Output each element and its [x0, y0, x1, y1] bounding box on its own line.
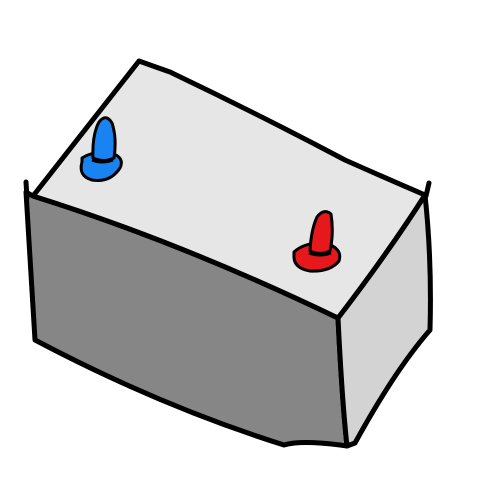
battery-box: [23, 58, 433, 449]
left-corner-tick: [23, 179, 30, 201]
right-corner-tick: [423, 180, 432, 199]
blue-peg-ring: [91, 158, 114, 164]
red-peg-ring: [308, 251, 332, 257]
red-peg: [292, 210, 342, 273]
red-peg-post: [308, 210, 334, 255]
blue-peg: [79, 116, 123, 182]
